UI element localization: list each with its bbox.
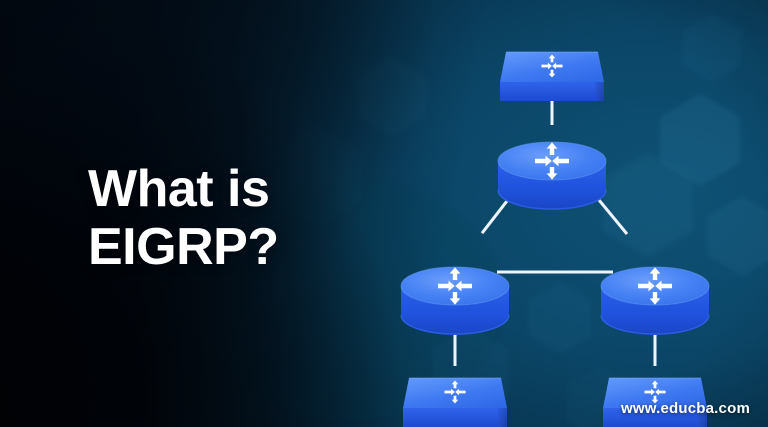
site-watermark: www.educba.com: [621, 400, 750, 417]
network-router-icon: [585, 246, 725, 338]
page-title: What is EIGRP?: [88, 160, 279, 276]
network-node-switch-top[interactable]: [487, 33, 617, 113]
network-switch-icon: [390, 359, 520, 427]
network-router-icon: [385, 246, 525, 338]
network-node-router-top[interactable]: [482, 121, 622, 213]
network-node-switch-bottom-right[interactable]: [590, 359, 720, 427]
network-node-switch-bottom-left[interactable]: [390, 359, 520, 427]
network-node-router-right[interactable]: [585, 246, 725, 338]
network-router-icon: [482, 121, 622, 213]
network-node-router-left[interactable]: [385, 246, 525, 338]
network-switch-icon: [590, 359, 720, 427]
network-switch-icon: [487, 33, 617, 113]
